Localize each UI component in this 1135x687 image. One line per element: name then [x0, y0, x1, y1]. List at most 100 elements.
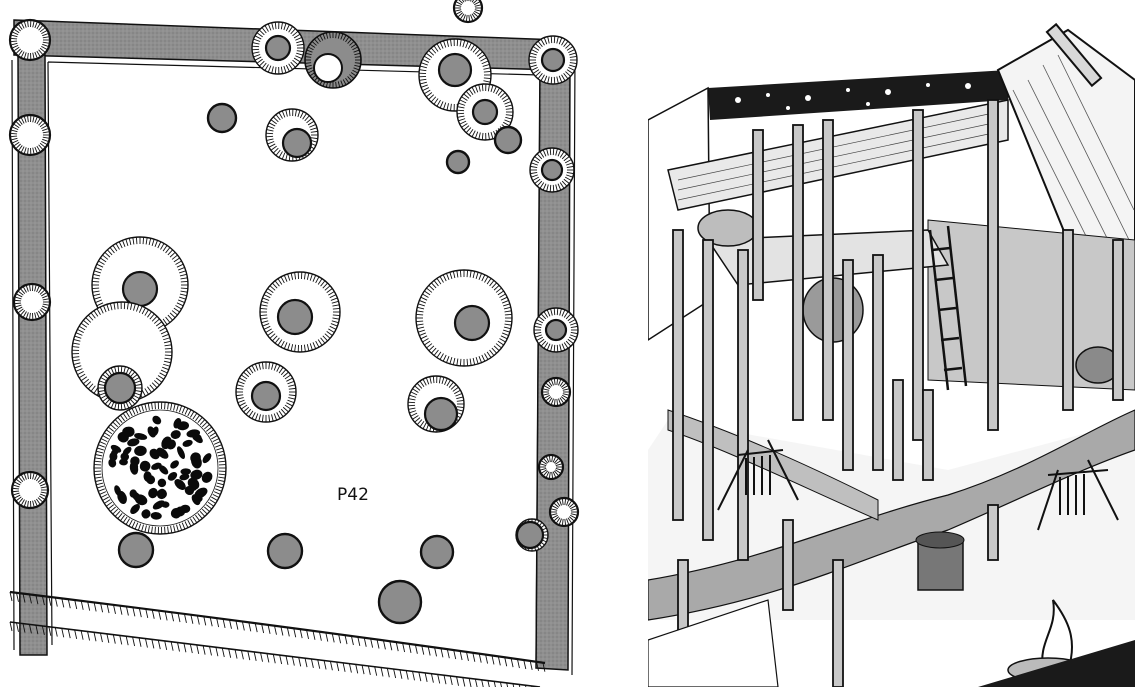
- post: [892, 379, 904, 481]
- posthole: [419, 534, 455, 570]
- posthole: [533, 307, 579, 353]
- house-reconstruction-drawing: [648, 22, 1135, 687]
- post: [842, 259, 854, 471]
- posthole: [12, 282, 52, 322]
- stone: [151, 462, 162, 470]
- back-wall-top: [708, 70, 1008, 120]
- hearth: [915, 531, 965, 591]
- stone: [201, 471, 213, 483]
- foreground-fence: [978, 640, 1135, 687]
- stone: [117, 490, 127, 505]
- posthole: [445, 149, 471, 175]
- stone: [132, 491, 141, 502]
- posthole: [259, 271, 341, 353]
- stone: [110, 448, 119, 457]
- post: [987, 99, 999, 431]
- stone: [122, 426, 135, 438]
- stone: [122, 446, 132, 456]
- stone: [148, 487, 158, 499]
- feature-label: P42: [337, 485, 369, 505]
- south-boundary-line-1: [9, 590, 546, 665]
- stone-pit-hatching: [94, 402, 226, 534]
- posthole: [265, 108, 319, 162]
- post: [987, 504, 999, 561]
- stone: [134, 433, 148, 440]
- stone: [202, 453, 212, 464]
- stone: [127, 438, 140, 447]
- south-boundary: [9, 590, 546, 687]
- south-boundary-line-2: [9, 621, 541, 687]
- post: [792, 124, 804, 421]
- wall-speckles: [735, 83, 971, 110]
- post: [822, 119, 834, 421]
- foreground-floor-edge: [648, 599, 779, 687]
- loom-left: [717, 439, 799, 511]
- posthole: [251, 21, 305, 75]
- posthole: [493, 125, 523, 155]
- stone: [151, 426, 159, 437]
- posthole: [529, 147, 575, 193]
- post: [832, 559, 844, 687]
- post: [922, 389, 934, 481]
- stone: [191, 454, 202, 469]
- stone: [176, 446, 185, 460]
- south-hatching-1: [9, 591, 546, 672]
- stone: [192, 433, 202, 442]
- posthole: [528, 35, 578, 85]
- post: [677, 559, 689, 687]
- posthole: [456, 83, 514, 141]
- post: [1112, 239, 1124, 401]
- ladder: [928, 225, 968, 391]
- stone: [156, 447, 169, 459]
- stone: [130, 456, 140, 467]
- stone: [166, 439, 176, 450]
- posthole: [97, 365, 143, 411]
- postholes: [8, 0, 580, 625]
- stone: [143, 471, 152, 482]
- stone: [180, 504, 191, 514]
- post: [702, 239, 714, 541]
- posthole: [235, 361, 297, 423]
- stone: [191, 494, 201, 506]
- stone: [158, 465, 169, 475]
- post: [912, 109, 924, 441]
- posthole: [304, 31, 362, 89]
- stone: [161, 501, 170, 508]
- posthole: [515, 518, 549, 552]
- south-hatching-2: [9, 621, 539, 687]
- stone: [170, 507, 182, 519]
- posthole: [452, 0, 484, 24]
- posthole: [8, 18, 52, 62]
- stone-pit-stones: [108, 415, 213, 520]
- posthole: [8, 113, 52, 157]
- posthole: [117, 531, 155, 569]
- post: [1062, 229, 1074, 411]
- posthole: [415, 269, 513, 367]
- posthole: [540, 376, 572, 408]
- stone: [190, 469, 203, 480]
- posthole: [407, 375, 465, 433]
- ceiling-hatch: [677, 111, 999, 201]
- house-reconstruction-panel: [648, 0, 1135, 687]
- stone: [174, 479, 186, 490]
- excavation-plan-panel: P42: [8, 0, 580, 687]
- post: [752, 129, 764, 301]
- loom-right: [1037, 459, 1119, 531]
- post: [872, 254, 884, 471]
- stone: [157, 478, 167, 488]
- post: [737, 249, 749, 561]
- stone: [170, 430, 181, 439]
- roof-beam: [1045, 22, 1103, 88]
- stone: [141, 509, 151, 519]
- fire-icon: [1041, 599, 1073, 671]
- posthole: [537, 453, 565, 481]
- excavation-plan-drawing: P42: [8, 0, 580, 687]
- stone: [184, 485, 195, 496]
- stone: [176, 421, 190, 431]
- posthole: [206, 102, 238, 134]
- stone: [179, 473, 190, 481]
- stone: [180, 468, 192, 475]
- stone: [157, 489, 167, 499]
- stone: [152, 500, 165, 510]
- outer-outline: [11, 54, 576, 676]
